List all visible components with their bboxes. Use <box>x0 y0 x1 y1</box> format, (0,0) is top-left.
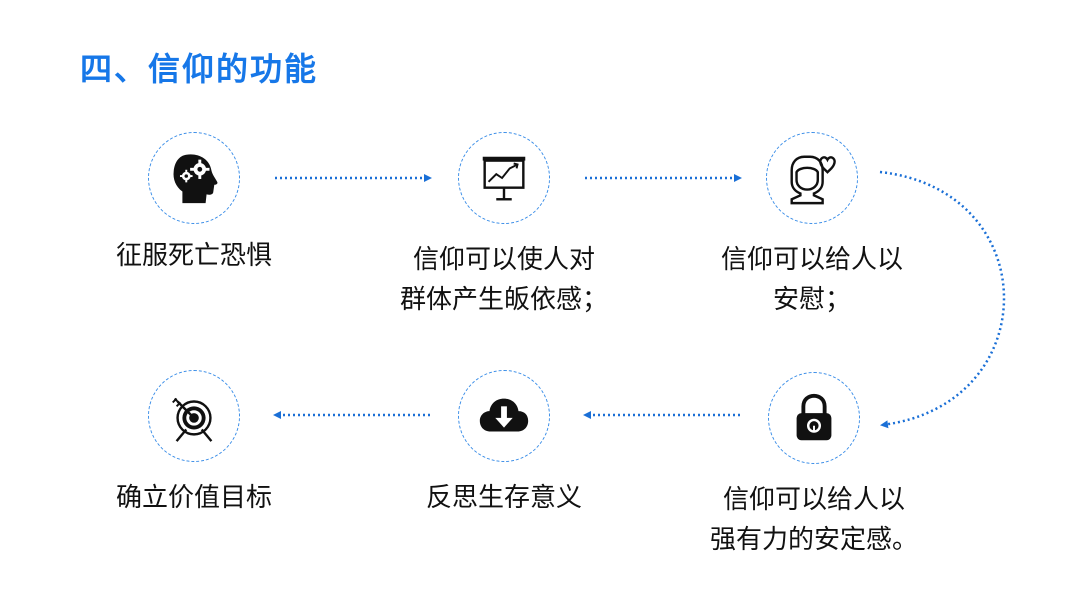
page-title: 四、信仰的功能 <box>80 50 319 88</box>
node-label-5-line-1: 反思生存意义 <box>425 483 582 513</box>
node-circle-2 <box>458 132 550 224</box>
cloud-download-icon <box>479 398 529 432</box>
node-circle-3 <box>766 132 858 224</box>
node-label-4-line-1: 信仰可以给人以 <box>722 485 905 515</box>
node-label-6: 确立价值目标 <box>64 478 324 518</box>
node-label-5: 反思生存意义 <box>374 478 634 518</box>
node-label-4-line-2: 强有力的安定感。 <box>709 525 918 555</box>
node-circle-1 <box>148 132 240 224</box>
connector-curve-3-4 <box>879 170 1006 429</box>
node-label-1-line-1: 征服死亡恐惧 <box>115 241 272 271</box>
head-gears-icon <box>173 154 218 204</box>
node-circle-6 <box>148 370 240 462</box>
person-heart-icon <box>790 155 836 205</box>
node-label-4: 信仰可以给人以 强有力的安定感。 <box>684 480 944 560</box>
node-circle-5 <box>458 370 550 462</box>
node-label-6-line-1: 确立价值目标 <box>115 483 272 513</box>
node-label-3-line-1: 信仰可以给人以 <box>720 245 903 275</box>
target-arrow-icon <box>172 397 213 442</box>
node-label-2: 信仰可以使人对 群体产生皈依感； <box>374 240 634 320</box>
node-label-2-line-1: 信仰可以使人对 <box>412 245 595 275</box>
node-circle-4 <box>768 372 860 464</box>
presentation-chart-icon <box>482 156 526 201</box>
node-label-1: 征服死亡恐惧 <box>64 236 324 276</box>
node-label-3: 信仰可以给人以 安慰； <box>682 240 942 320</box>
node-label-3-line-2: 安慰； <box>772 285 851 315</box>
padlock-icon <box>796 393 832 441</box>
node-label-2-line-2: 群体产生皈依感； <box>399 285 608 315</box>
